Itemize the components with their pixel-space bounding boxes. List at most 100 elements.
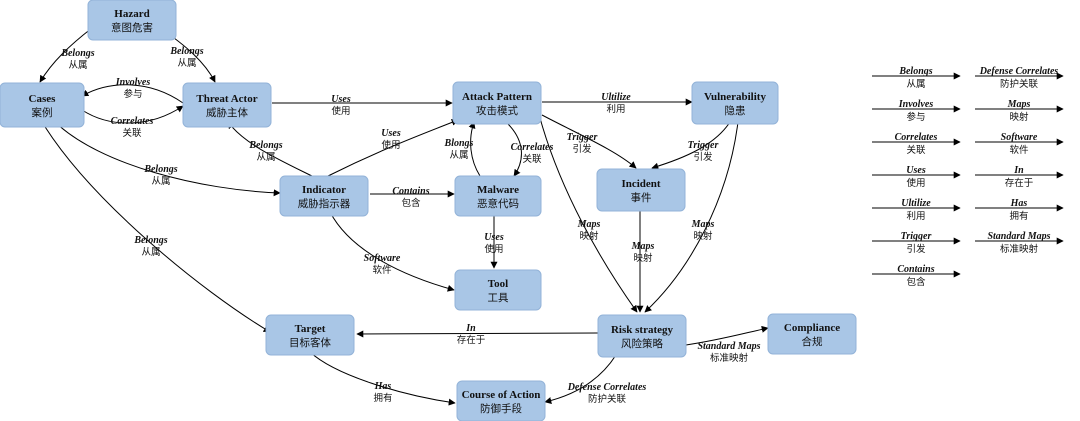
edge-label-zh: 包含 — [401, 197, 421, 209]
node-label-en: Cases — [29, 93, 57, 105]
edge-software — [329, 211, 455, 292]
legend-label-zh: 拥有 — [1009, 210, 1028, 222]
edge-label-en: Trigger — [567, 132, 598, 143]
node-label-en: Compliance — [784, 322, 840, 334]
edge-label-zh: 映射 — [693, 230, 713, 242]
node-box — [0, 82, 85, 128]
node-label-en: Vulnerability — [704, 91, 766, 103]
node-label-en: Incident — [621, 178, 660, 190]
edge-label-zh: 参与 — [123, 88, 142, 100]
edge-label-zh: 引发 — [572, 143, 592, 155]
node-label-zh: 防御手段 — [480, 402, 522, 415]
edge-has — [309, 351, 456, 406]
node-label-zh: 威胁指示器 — [298, 197, 351, 210]
edge-label-en: Defense Correlates — [567, 382, 647, 393]
legend-label-zh: 利用 — [906, 210, 925, 222]
edge-label-en: Trigger — [688, 140, 719, 151]
node-label-en: Threat Actor — [196, 93, 257, 105]
legend-label-en: In — [1013, 165, 1024, 176]
edge-label-zh: 使用 — [331, 105, 350, 117]
edge-label-en: Maps — [631, 241, 655, 252]
legend-label-en: Has — [1010, 198, 1028, 209]
edge-blongs-mal-ap — [468, 121, 481, 177]
node-label-zh: 目标客体 — [289, 336, 331, 349]
edge-label-en: Belongs — [248, 140, 282, 151]
legend-label-en: Contains — [897, 264, 934, 275]
edge-maps-vul-risk — [644, 121, 739, 313]
node-box — [265, 314, 355, 356]
edge-correlates-cases — [81, 105, 184, 124]
legend-label-zh: 引发 — [906, 243, 926, 255]
edge-involves — [81, 84, 184, 104]
edge-label-en: Ultilize — [601, 92, 631, 103]
legend-label-en: Correlates — [895, 132, 938, 143]
edge-label-zh: 从属 — [151, 176, 170, 187]
legend-label-en: Trigger — [901, 231, 932, 242]
node-box — [456, 380, 546, 421]
edge-label-zh: 关联 — [122, 127, 142, 139]
edge-belongs-cases-target — [41, 121, 271, 333]
node-box — [767, 313, 857, 355]
node-box — [452, 81, 542, 125]
node-box — [454, 175, 542, 217]
edge-maps-ap-risk — [539, 117, 638, 313]
node-box — [279, 175, 369, 217]
edge-label-zh: 防护关联 — [588, 393, 627, 405]
node-label-en: Course of Action — [462, 389, 541, 401]
legend: Belongs从属Involves参与Correlates关联Uses使用Ult… — [872, 66, 1064, 288]
edge-label-en: Belongs — [133, 235, 167, 246]
node-label-zh: 隐患 — [725, 105, 746, 117]
node-label-en: Risk strategy — [611, 324, 674, 336]
edge-belongs-ind-ta — [227, 121, 321, 181]
edge-label-en: Correlates — [111, 116, 154, 127]
node-box — [597, 314, 687, 358]
edge-label-zh: 使用 — [484, 243, 503, 255]
legend-label-en: Ultilize — [901, 198, 931, 209]
legend-label-en: Maps — [1007, 99, 1031, 110]
edge-label-en: Contains — [392, 186, 429, 197]
node-label-en: Indicator — [302, 184, 346, 196]
node-box — [691, 81, 779, 125]
legend-label-en: Standard Maps — [987, 231, 1050, 242]
edge-label-en: Uses — [331, 94, 351, 105]
edge-label-zh: 利用 — [606, 103, 625, 115]
edge-label-en: In — [465, 323, 476, 334]
edge-label-zh: 标准映射 — [710, 352, 749, 364]
edge-label-zh: 软件 — [372, 264, 392, 276]
node-label-en: Malware — [477, 184, 519, 196]
legend-label-zh: 防护关联 — [1000, 78, 1039, 90]
edge-label-en: Uses — [484, 232, 504, 243]
edge-label-zh: 关联 — [522, 153, 542, 165]
node-label-zh: 意图危害 — [111, 21, 153, 34]
node-label-en: Attack Pattern — [462, 91, 532, 103]
edge-trigger-vul-inc — [651, 121, 731, 170]
node-label-en: Tool — [488, 278, 508, 290]
legend-label-en: Involves — [898, 99, 934, 110]
node-box — [87, 0, 177, 41]
edge-label-zh: 从属 — [256, 152, 275, 163]
edge-label-en: Has — [374, 381, 392, 392]
node-label-zh: 合规 — [802, 335, 823, 348]
